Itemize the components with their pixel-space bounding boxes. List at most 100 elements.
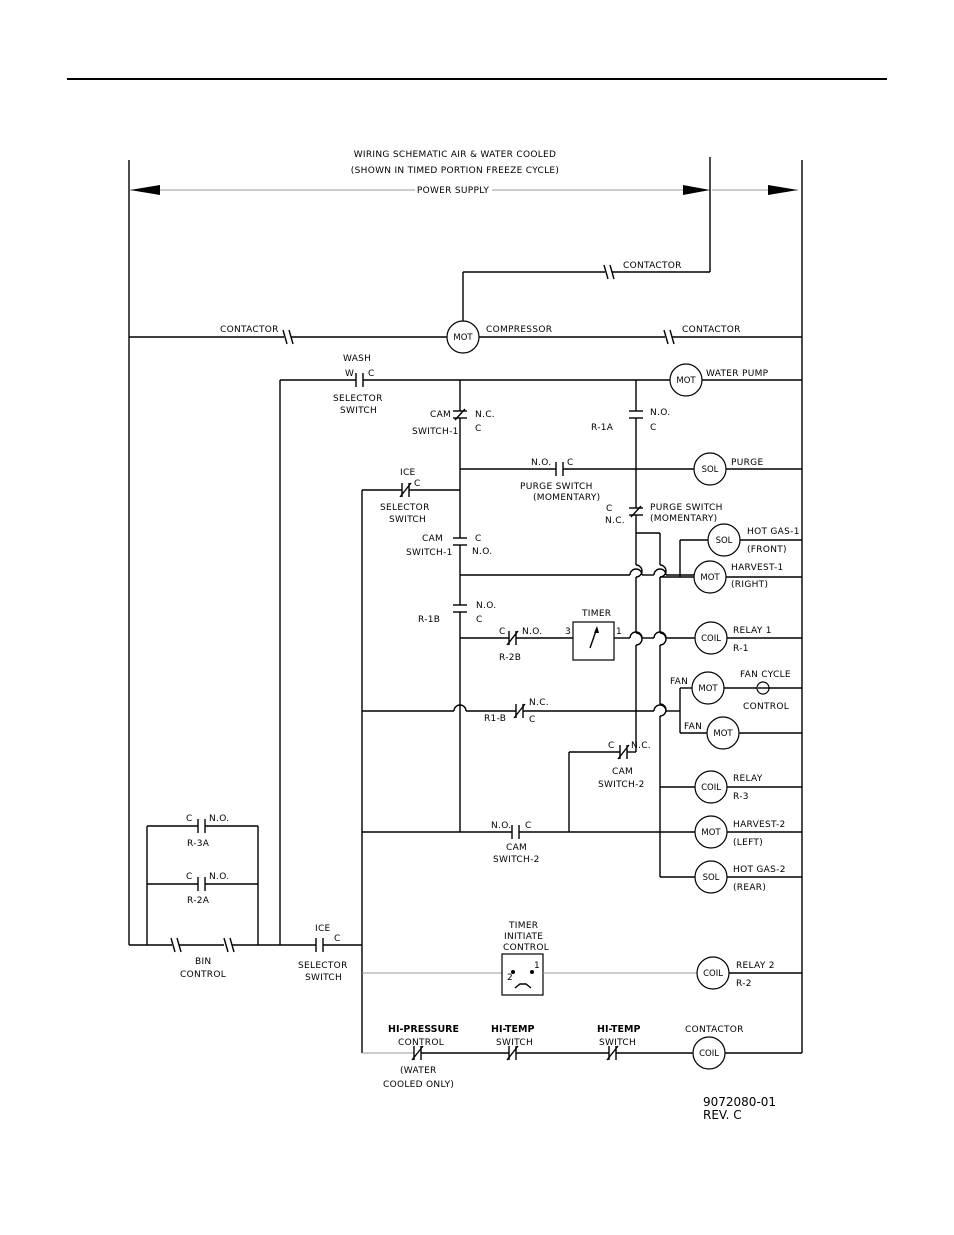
arrow-mid [683,185,710,195]
svg-text:C: C [334,934,341,944]
svg-text:(LEFT): (LEFT) [733,838,763,848]
part-number: 9072080-01 [703,1095,776,1109]
purge-solenoid: SOL [693,452,727,486]
r3a-contact [197,819,206,833]
svg-text:(FRONT): (FRONT) [747,545,787,555]
svg-text:R-1A: R-1A [591,423,614,433]
svg-text:PURGE SWITCH: PURGE SWITCH [650,503,723,513]
svg-text:N.O.: N.O. [491,821,511,831]
contactor-coil-label: CONTACTOR [685,1025,744,1035]
svg-text:R-2A: R-2A [187,896,210,906]
svg-text:C: C [414,479,421,489]
svg-text:CONTROL: CONTROL [503,943,549,953]
svg-text:FAN CYCLE: FAN CYCLE [740,670,791,680]
svg-text:N.O.: N.O. [476,601,496,611]
svg-text:(RIGHT): (RIGHT) [731,580,768,590]
selector-label-1: SELECTOR [333,394,383,404]
svg-text:COIL: COIL [703,969,723,979]
svg-text:C: C [475,424,482,434]
svg-text:N.O.: N.O. [531,458,551,468]
fan-motor-1: MOT [691,671,725,705]
purge-switch-contact [555,462,564,476]
arrow-right [768,185,798,195]
cam-switch-2-no [511,825,520,839]
svg-text:MOT: MOT [453,333,473,343]
svg-text:C: C [606,504,613,514]
svg-text:3: 3 [565,627,571,637]
water-pump-motor: MOT [669,363,703,397]
contactor-label-3: CONTACTOR [623,261,682,271]
purge-label: PURGE [731,458,763,468]
svg-text:R-1: R-1 [733,644,749,654]
wash-label: WASH [343,354,371,364]
hot-gas-1-label: HOT GAS-1 [747,527,800,537]
svg-text:COIL: COIL [699,1049,719,1059]
svg-text:C: C [475,534,482,544]
svg-text:SWITCH: SWITCH [340,406,377,416]
svg-text:SWITCH-1: SWITCH-1 [406,548,453,558]
harvest-1-motor: MOT [693,560,727,594]
svg-text:CAM: CAM [422,534,443,544]
svg-text:CONTROL: CONTROL [743,702,789,712]
svg-text:C: C [476,615,483,625]
svg-text:N.O.: N.O. [472,547,492,557]
svg-text:MOT: MOT [701,828,721,838]
svg-text:(MOMENTARY): (MOMENTARY) [533,493,601,503]
svg-text:N.O.: N.O. [209,872,229,882]
svg-text:C: C [567,458,574,468]
timer-box [572,621,615,661]
hot-gas-2-solenoid: SOL [694,860,728,894]
svg-text:R-3A: R-3A [187,839,210,849]
relay-2-label: RELAY 2 [736,961,775,971]
timer-label: TIMER [581,609,611,619]
ice-selector-contact-2 [315,938,324,952]
relay-1-label: RELAY 1 [733,626,772,636]
harvest-2-motor: MOT [694,815,728,849]
svg-text:CAM: CAM [506,843,527,853]
harvest-1-label: HARVEST-1 [731,563,784,573]
svg-text:COOLED ONLY): COOLED ONLY) [383,1080,454,1090]
svg-text:SOL: SOL [702,465,719,475]
svg-text:C: C [499,627,506,637]
contactor-label-1: CONTACTOR [220,325,279,335]
schematic-subtitle: (SHOWN IN TIMED PORTION FREEZE CYCLE) [351,166,559,176]
hi-temp-label-2: HI-TEMP [597,1024,640,1035]
schematic-title: WIRING SCHEMATIC AIR & WATER COOLED [354,150,557,160]
svg-text:C: C [525,821,532,831]
compressor-label: COMPRESSOR [486,325,552,335]
revision: REV. C [703,1108,742,1122]
svg-text:SWITCH-1: SWITCH-1 [412,427,459,437]
svg-text:N.O.: N.O. [650,408,670,418]
purge-switch-label: PURGE SWITCH [520,482,593,492]
svg-text:N.O.: N.O. [522,627,542,637]
contactor-coil: COIL [692,1036,726,1070]
svg-text:R-1B: R-1B [418,615,440,625]
svg-text:R-3: R-3 [733,792,749,802]
svg-text:2: 2 [507,973,513,983]
compressor-motor: MOT [446,320,480,354]
svg-text:CONTROL: CONTROL [180,970,226,980]
r1b-contact [453,604,467,613]
svg-text:CAM: CAM [430,410,451,420]
relay-1-coil: COIL [694,621,728,655]
svg-text:N.C.: N.C. [475,410,495,420]
svg-text:SELECTOR: SELECTOR [380,503,430,513]
svg-text:N.C.: N.C. [529,698,549,708]
svg-text:(REAR): (REAR) [733,883,766,893]
svg-text:ICE: ICE [315,924,331,934]
svg-text:SWITCH: SWITCH [389,515,426,525]
svg-text:INITIATE: INITIATE [504,932,543,942]
svg-text:R1-B: R1-B [484,714,506,724]
svg-text:SELECTOR: SELECTOR [298,961,348,971]
svg-text:(WATER: (WATER [400,1066,437,1076]
power-supply-label: POWER SUPPLY [417,186,489,196]
bin-label: BIN [195,957,211,967]
svg-text:C: C [608,741,615,751]
svg-text:COIL: COIL [701,634,721,644]
wash-selector-contact [355,373,364,387]
svg-text:C: C [186,872,193,882]
svg-text:1: 1 [616,627,622,637]
svg-text:SOL: SOL [716,536,733,546]
timer-initiate-control [501,953,544,996]
